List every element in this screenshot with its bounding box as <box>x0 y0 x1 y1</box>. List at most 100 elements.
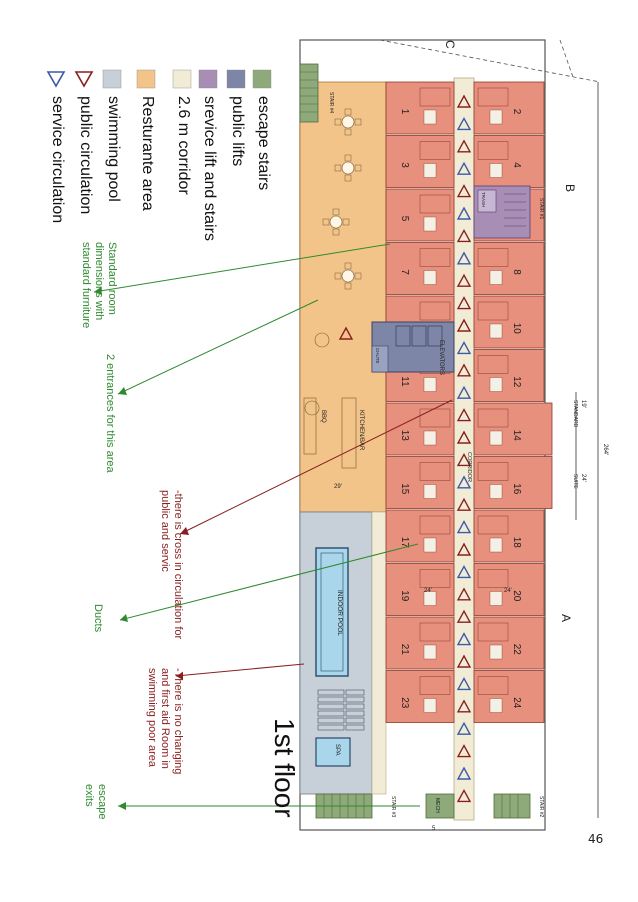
bathroom <box>419 301 451 321</box>
public-circulation-icon <box>456 139 472 153</box>
room-number: 20 <box>511 590 522 602</box>
dim-suite: SUITE <box>572 474 578 489</box>
annotation-arrows <box>93 243 453 807</box>
indoor-pool-label: INDOOR POOL <box>336 590 343 636</box>
bar-table <box>304 400 320 416</box>
room-22 <box>473 616 545 670</box>
bathroom <box>477 141 509 160</box>
lounger <box>345 696 365 703</box>
public-circulation-icon <box>456 542 472 556</box>
bathroom <box>419 676 451 695</box>
public-circulation-icon <box>456 609 472 623</box>
elevators-label: ELEVATORS <box>438 340 444 375</box>
room-number: 22 <box>511 644 522 656</box>
lounger <box>317 724 345 731</box>
bbq-label: BBQ <box>320 410 326 423</box>
public-circulation-icon <box>456 744 472 758</box>
note-two-entrances: 2 entrances for this area <box>104 354 116 473</box>
table <box>341 115 355 129</box>
section-b: B <box>563 184 577 192</box>
lounger <box>345 724 365 731</box>
chair <box>334 164 342 172</box>
room-number: 8 <box>511 269 522 275</box>
legend-swatch <box>136 69 156 89</box>
service-circulation-icon <box>456 251 472 265</box>
mech-room <box>425 793 455 819</box>
bathroom <box>419 87 451 107</box>
bed <box>423 163 437 178</box>
bar-table <box>314 332 330 348</box>
chair <box>344 262 352 270</box>
room-12 <box>473 349 545 402</box>
restaurant-tables <box>303 108 362 469</box>
dim-total: 264' <box>602 444 608 455</box>
bed <box>423 216 437 232</box>
bed <box>423 109 437 125</box>
room-number: 2 <box>511 109 522 115</box>
public-circulation-icon <box>456 228 472 243</box>
room-10 <box>473 295 545 349</box>
kitchen-label: KITCHEN/BAR <box>358 410 364 451</box>
lounger <box>317 689 345 696</box>
room-number: 11 <box>399 376 410 387</box>
escape-stair-2 <box>493 793 531 819</box>
service-lift <box>477 189 497 213</box>
room-number: 10 <box>511 323 522 335</box>
chair <box>342 218 350 226</box>
room-14 <box>473 402 553 456</box>
room-4 <box>473 135 545 188</box>
chair <box>344 174 352 182</box>
room-24 <box>473 670 545 723</box>
table <box>341 269 355 283</box>
bathroom <box>419 194 451 214</box>
dim-standard: STANDARD <box>572 400 578 428</box>
lounger <box>345 689 365 696</box>
chair <box>354 164 362 172</box>
dim-24a: 24' <box>424 588 432 594</box>
spa <box>315 737 351 767</box>
service-circulation-icon <box>456 206 472 220</box>
public-circulation-icon <box>456 94 472 108</box>
legend-label: srevice lift and stairs <box>201 96 218 241</box>
room-number: 3 <box>399 162 410 168</box>
floor-title: 1st floor <box>269 718 300 818</box>
room-number: 17 <box>399 537 410 549</box>
bed <box>489 377 503 392</box>
public-circulation-icon <box>456 296 472 310</box>
bathroom <box>477 676 509 695</box>
legend-label: swimming pool <box>105 96 122 202</box>
public-circulation-icon <box>456 587 472 601</box>
legend-label: escape stairs <box>255 96 272 191</box>
chair <box>332 208 340 216</box>
trash-label: TRASH <box>481 192 486 207</box>
note-ducts: Ducts <box>92 604 104 633</box>
dim-suite-num: 24' <box>580 474 586 482</box>
corridor-label: CORRIDOR <box>466 452 472 482</box>
bathroom <box>419 408 451 428</box>
public-circulation-icon <box>456 452 472 467</box>
arrow-ducts <box>119 543 419 621</box>
public-circulation-icon <box>456 497 472 511</box>
bathroom <box>477 248 509 267</box>
lounger <box>317 717 345 724</box>
legend-triangle-icon <box>46 71 66 88</box>
legend-label: 2.6 m corridor <box>175 96 192 195</box>
public-circulation-icon <box>456 699 472 713</box>
service-circulation-icon <box>456 116 472 131</box>
restaurant-area <box>299 81 387 513</box>
chair <box>334 272 342 280</box>
chair <box>332 228 340 236</box>
legend-swatch <box>102 69 122 89</box>
public-circulation-icon <box>456 318 472 332</box>
bed <box>423 591 437 606</box>
note-escape-exits: escape exits <box>83 784 108 820</box>
room-number: 7 <box>399 269 410 275</box>
public-circulation-icon <box>456 788 472 803</box>
legend-label: service circulation <box>49 96 66 224</box>
bed <box>489 484 503 499</box>
public-circulation-icon <box>456 654 472 668</box>
legend-swatch <box>226 69 246 89</box>
bed <box>489 109 503 125</box>
table <box>341 161 355 175</box>
